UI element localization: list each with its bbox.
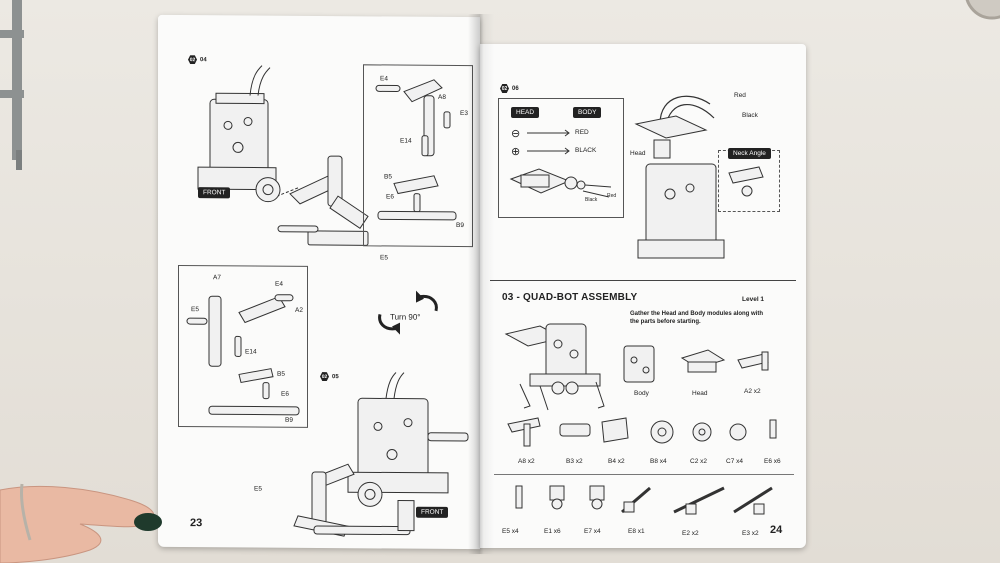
part-count-label: E8 x1 <box>628 528 645 535</box>
arrow-lines <box>509 129 612 198</box>
book-gutter <box>468 14 494 554</box>
part-count-label: E2 x2 <box>682 530 699 537</box>
left-page: 02 04 FRONT <box>158 14 480 550</box>
rotate-arrows-icon <box>378 290 438 335</box>
leg-detail-illustration <box>375 79 457 221</box>
plastic-sprue <box>0 0 24 170</box>
neck-angle-box <box>718 150 780 212</box>
part-label: B9 <box>456 221 464 230</box>
hex-icon: 02 <box>189 56 196 63</box>
front-tag-bottom: FRONT <box>416 506 449 518</box>
step-number: 04 <box>200 56 207 63</box>
parts-row-2-illustration <box>515 485 773 515</box>
front-tag-top: FRONT <box>198 187 231 199</box>
part-label: B5 <box>384 173 392 181</box>
a2-part-illustration <box>737 351 769 371</box>
wiring-legend-box: HEAD BODY ⊖ RED ⊕ BLACK Black Red <box>498 98 624 218</box>
part-count-label: B8 x4 <box>650 458 667 465</box>
inset-box-bottom: A7 E4 E5 A2 E14 B5 E6 B9 <box>178 265 308 428</box>
level-label: Level 1 <box>742 296 765 303</box>
part-count-label: C2 x2 <box>690 458 707 465</box>
part-label: E6 <box>386 193 394 201</box>
instruction-text: Gather the Head and Body modules along w… <box>630 311 764 325</box>
part-count-label: E3 x2 <box>742 530 759 537</box>
head-module-illustration <box>680 349 726 373</box>
coaster-object <box>965 0 1000 20</box>
black-label: BLACK <box>575 147 597 154</box>
part-label: A7 <box>213 274 221 282</box>
minus-icon: ⊖ <box>511 128 521 140</box>
body-leg-illustration <box>197 65 369 246</box>
part-label-e5: E5 <box>254 485 262 493</box>
part-count-label: B3 x2 <box>566 458 583 465</box>
module-label: A2 x2 <box>744 388 761 395</box>
parts-divider <box>494 474 794 475</box>
part-label: E4 <box>380 75 388 83</box>
part-label: E3 <box>460 109 468 118</box>
leg-detail-illustration <box>186 294 300 416</box>
page-number-right: 24 <box>770 524 783 536</box>
module-label: Head <box>692 390 708 397</box>
section-divider <box>490 280 796 281</box>
part-label: E14 <box>245 348 257 356</box>
page-number-left: 23 <box>190 517 203 530</box>
red-label: RED <box>575 129 589 136</box>
head-label: Head <box>630 150 646 157</box>
neck-detail-illustration <box>728 166 764 197</box>
part-count-label: E5 x4 <box>502 528 519 535</box>
step-badge-d4: 02 04 <box>188 55 207 64</box>
module-label: Body <box>634 390 649 397</box>
step-badge-d6: 02 06 <box>500 84 519 93</box>
turn-label: Turn 90° <box>390 312 421 322</box>
neck-angle-tag: Neck Angle <box>728 148 771 159</box>
hex-icon: 02 <box>500 84 509 93</box>
step-number: 06 <box>512 85 519 92</box>
wire-label-red-small: Red <box>607 193 617 199</box>
inset-box-top: E4 A8 E3 E14 B5 E6 B9 <box>363 64 473 248</box>
part-count-label: E6 x6 <box>764 458 781 465</box>
part-count-label: E1 x6 <box>544 528 561 535</box>
body-leg-assembly-illustration <box>293 372 469 537</box>
part-label: E4 <box>275 280 283 288</box>
part-count-label: B4 x2 <box>608 458 625 465</box>
quad-bot-illustration <box>504 323 605 411</box>
part-label: E5 <box>191 306 199 314</box>
part-count-label: E7 x4 <box>584 528 601 535</box>
head-body-illustration <box>634 95 725 259</box>
wire-label-black: Black <box>742 112 758 119</box>
wire-label-red: Red <box>734 92 746 99</box>
part-label: E14 <box>400 137 412 145</box>
part-label: A8 <box>438 93 446 101</box>
right-page: 02 06 HEAD BODY ⊖ RED ⊕ BLACK Black Re <box>480 44 806 548</box>
section-title: 03 - QUAD-BOT ASSEMBLY <box>502 292 638 303</box>
body-module-illustration <box>623 345 655 383</box>
parts-row-1-illustration <box>507 417 777 447</box>
plus-icon: ⊕ <box>511 146 521 158</box>
hand-holding-book <box>0 483 162 563</box>
wire-label-black-small: Black <box>585 197 598 203</box>
head-tag: HEAD <box>511 107 540 118</box>
part-label-e5: E5 <box>380 254 388 262</box>
part-label: A2 <box>295 306 303 314</box>
body-tag: BODY <box>573 107 602 118</box>
part-count-label: A8 x2 <box>518 458 535 465</box>
part-count-label: C7 x4 <box>726 458 743 465</box>
instruction-booklet: 02 04 FRONT <box>150 14 818 556</box>
